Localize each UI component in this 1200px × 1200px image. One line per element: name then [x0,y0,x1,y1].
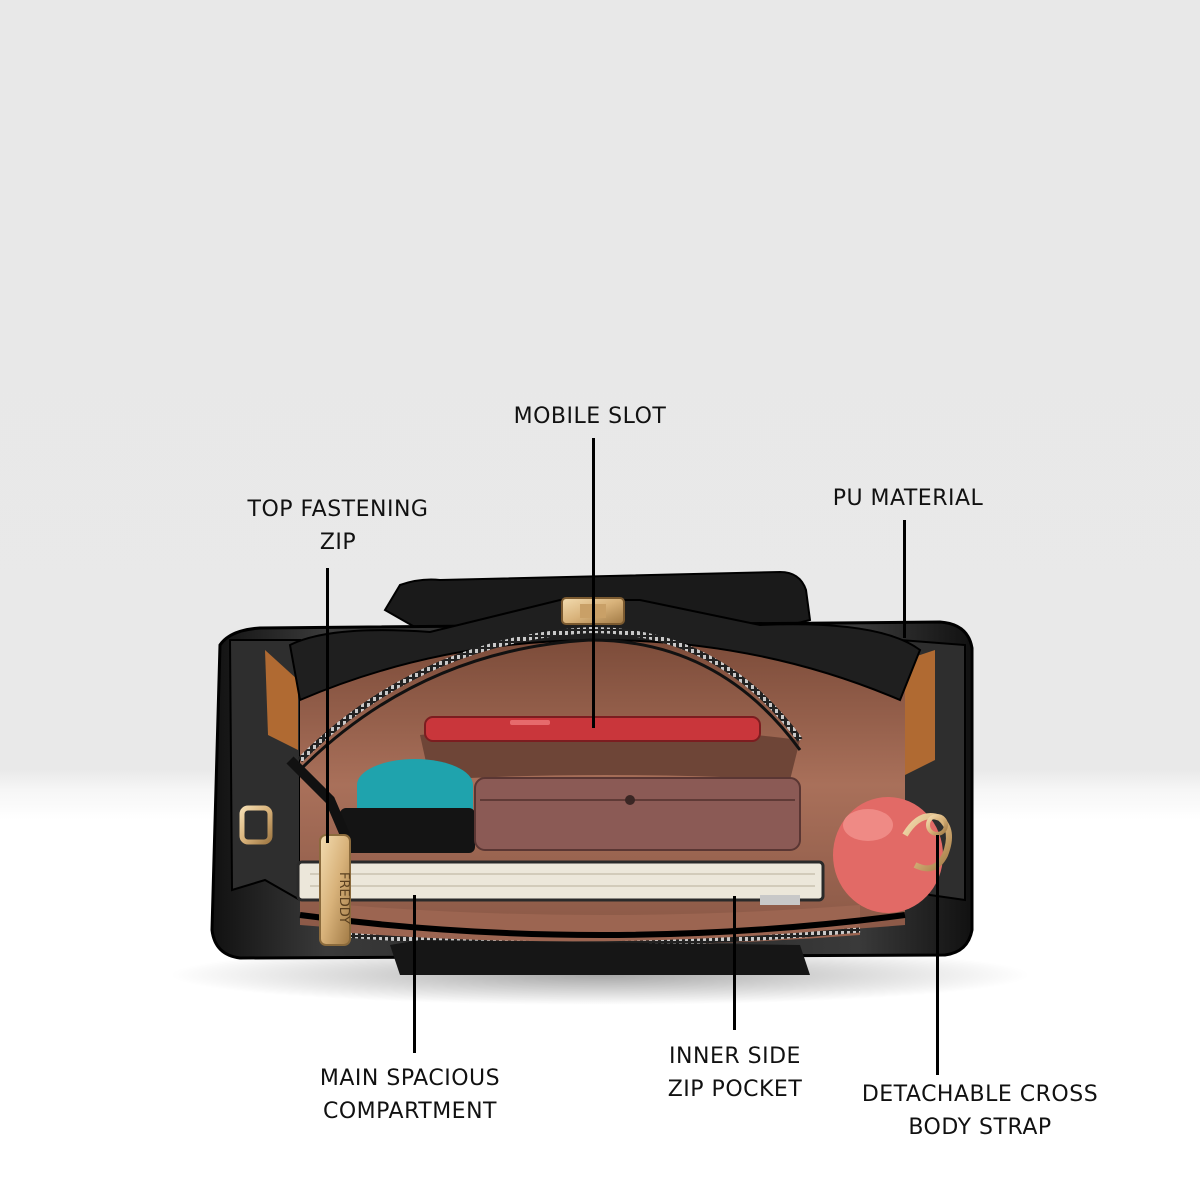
front-handle [390,940,810,975]
label-top-fastening-zip: TOP FASTENING ZIP [247,497,429,555]
zip-puller [286,756,350,837]
top-zip-track [297,626,803,763]
leader-top-fastening-zip [326,568,329,843]
label-main-compartment: MAIN SPACIOUS COMPARTMENT [319,1066,501,1124]
leader-mobile-slot [592,438,595,728]
book-pages [310,873,815,887]
zip-pull-engraving: FREDDY [336,872,351,924]
phone-side-button [510,720,550,725]
wallet [474,777,801,851]
leader-pu-material [903,520,906,638]
label-inner-side-zip-pocket: INNER SIDE ZIP POCKET [667,1044,803,1102]
front-edge-trim [299,912,906,938]
top-zip-tape [298,638,802,772]
wallet-snap [625,795,635,805]
side-ring-left [239,805,273,845]
right-side-lining [905,650,935,775]
left-side-lining [265,650,298,750]
leader-inner-side-zip-pocket [733,896,736,1030]
pink-bottle-cap [843,809,893,841]
label-detachable-strap: DETACHABLE CROSS BODY STRAP [861,1082,1099,1140]
black-pouch [340,808,475,853]
book [296,860,825,902]
strap-hook [902,813,952,872]
label-pu-material: PU MATERIAL [832,486,984,511]
zip-pull-tag [319,834,351,946]
inner-zip-slider [760,895,800,905]
inner-zip-pocket [345,905,860,945]
strap-hook-ring [926,814,948,836]
leader-main-compartment [413,895,416,1053]
leader-detachable-strap [936,835,939,1075]
label-mobile-slot: MOBILE SLOT [513,404,667,429]
